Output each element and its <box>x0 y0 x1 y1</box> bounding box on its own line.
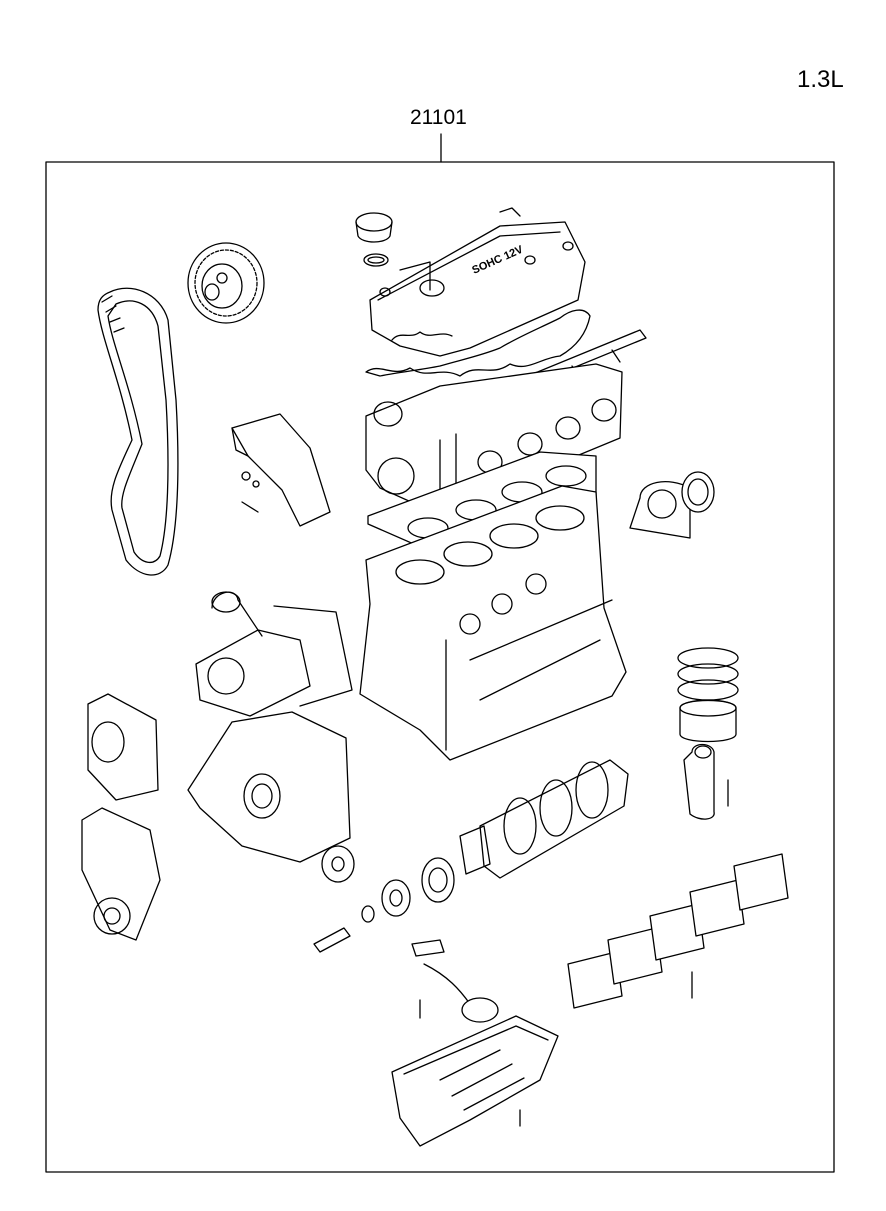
water-pump <box>195 591 353 717</box>
assembly-frame <box>45 133 835 1173</box>
engine-mount-bracket <box>231 413 331 527</box>
timing-belt <box>97 287 179 576</box>
crankshaft-pulley <box>313 857 455 953</box>
cylinder-block <box>359 485 627 761</box>
connecting-rod <box>683 743 729 820</box>
rocker-cover-gasket <box>365 309 591 377</box>
assembly-part-number: 21101 <box>410 106 467 129</box>
oil-pump-front-cover <box>187 711 355 883</box>
crankshaft <box>459 759 629 879</box>
rear-oil-seal-housing <box>629 471 715 539</box>
rocker-cover: SOHC 12V <box>369 207 586 357</box>
main-bearing-caps <box>567 853 789 1009</box>
engine-displacement-label: 1.3L <box>797 66 844 93</box>
oil-filler-cap <box>355 212 393 267</box>
timing-belt-covers <box>81 693 161 941</box>
oil-pan <box>391 1015 559 1147</box>
camshaft-sprocket <box>187 242 265 324</box>
oil-strainer <box>411 939 499 1023</box>
piston-and-rings <box>677 647 739 743</box>
